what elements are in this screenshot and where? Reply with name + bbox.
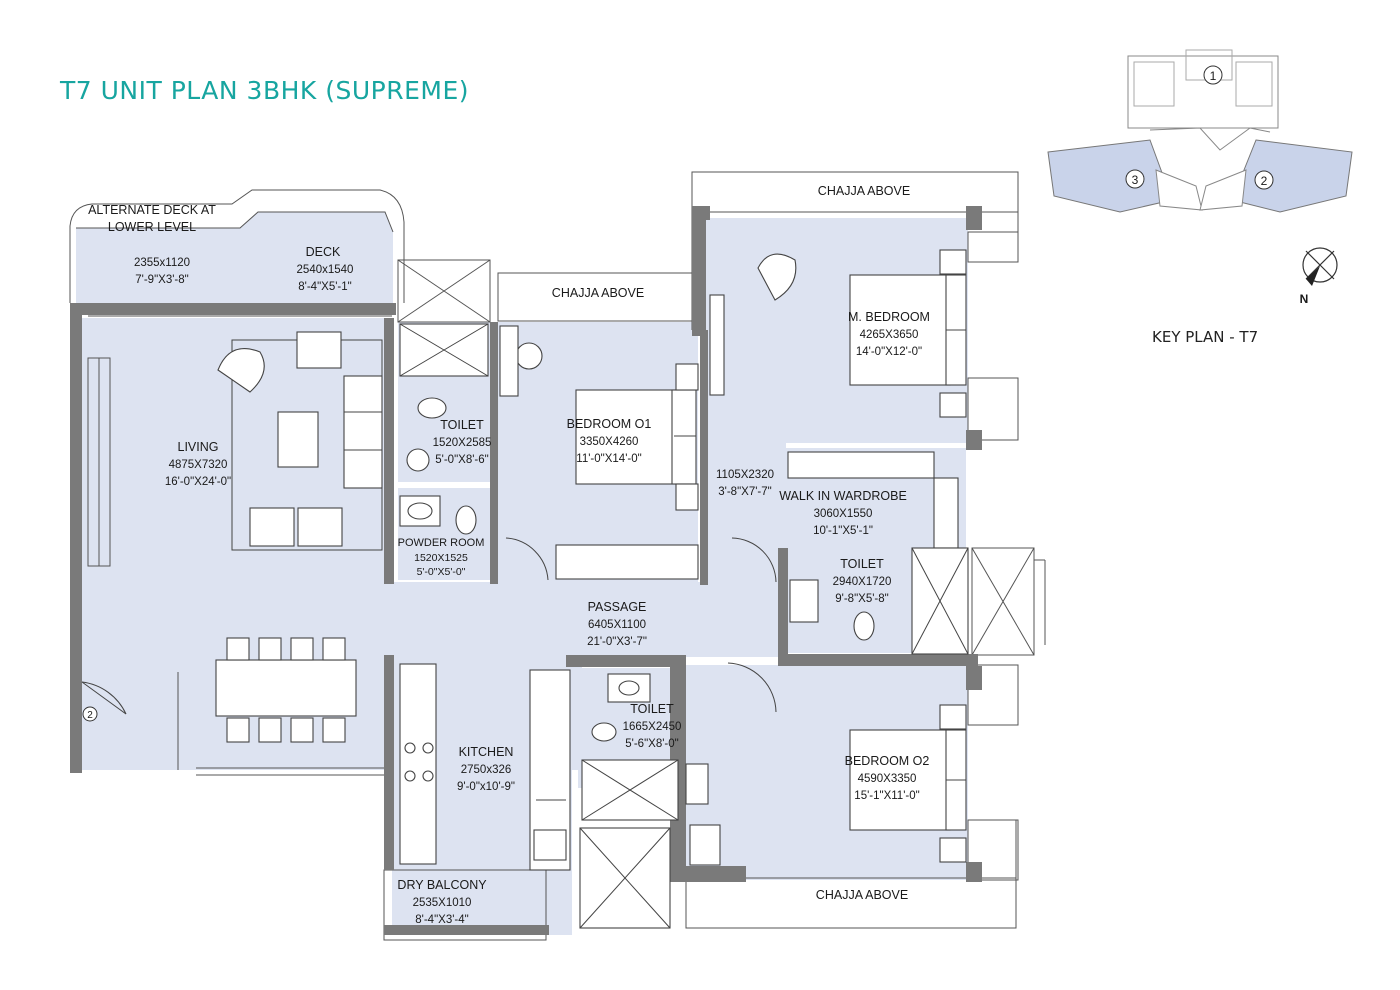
toilet-2-name: TOILET — [840, 557, 884, 571]
toilet-1-name: TOILET — [440, 418, 484, 432]
passage-name: PASSAGE — [588, 600, 647, 614]
deck-dim-mm: 2540x1540 — [297, 264, 354, 276]
m-bedroom-name: M. BEDROOM — [848, 310, 930, 324]
powder-room-name: POWDER ROOM — [398, 537, 485, 549]
m-bedroom-dim-mm: 4265X3650 — [860, 329, 919, 341]
bedroom-02-dim-mm: 4590X3350 — [858, 773, 917, 785]
powder-room-dim-mm: 1520X1525 — [414, 552, 468, 564]
page-title: T7 UNIT PLAN 3BHK (SUPREME) — [60, 76, 470, 105]
bedroom-01-dim-ft: 11'-0"X14'-0" — [576, 453, 641, 465]
dry-balcony-dim-mm: 2535X1010 — [413, 897, 472, 909]
closet-dim-mm: 1105X2320 — [716, 469, 774, 481]
deck-dim-ft: 8'-4"X5'-1" — [298, 281, 351, 293]
closet-area — [706, 440, 786, 585]
toilet-2-dim-ft: 9'-8"X5'-8" — [835, 593, 888, 605]
kitchen-dim-mm: 2750x326 — [461, 764, 512, 776]
dining-chairs — [226, 637, 346, 743]
chajja-bottom: CHAJJA ABOVE — [816, 888, 908, 902]
passage-area — [392, 582, 782, 657]
kitchen-name: KITCHEN — [459, 745, 514, 759]
toilet-3-dim-ft: 5'-6"X8'-0" — [625, 738, 678, 750]
entry-marker-circle — [82, 706, 98, 722]
north-label: N — [1300, 292, 1309, 306]
living-dim-ft: 16'-0"X24'-0" — [165, 476, 231, 488]
bedroom-02-name: BEDROOM O2 — [845, 754, 930, 768]
alternate-deck-name-2: LOWER LEVEL — [108, 220, 196, 234]
key-marker-3: 3 — [1132, 173, 1139, 187]
passage-dim-ft: 21'-0"X3'-7" — [587, 636, 647, 648]
toilet-3-dim-mm: 1665X2450 — [623, 721, 682, 733]
key-plan: 1 2 3 — [1047, 49, 1353, 213]
living-dim-mm: 4875X7320 — [169, 459, 228, 471]
dry-balcony-name: DRY BALCONY — [397, 878, 487, 892]
dry-balcony-dim-ft: 8'-4"X3'-4" — [415, 914, 468, 926]
toilet-3-name: TOILET — [630, 702, 674, 716]
m-bedroom-dim-ft: 14'-0"X12'-0" — [856, 346, 922, 358]
room-fills — [76, 212, 968, 935]
alternate-deck-name-1: ALTERNATE DECK AT — [88, 203, 216, 217]
bedroom-01-dim-mm: 3350X4260 — [580, 436, 639, 448]
living-name: LIVING — [178, 440, 219, 454]
deck-area — [76, 212, 393, 303]
powder-room-dim-ft: 5'-0"X5'-0" — [417, 566, 466, 578]
furniture — [81, 249, 969, 929]
toilet-1-dim-mm: 1520X2585 — [433, 437, 492, 449]
toilet-1-dim-ft: 5'-0"X8'-6" — [435, 454, 488, 466]
bedroom-02-dim-ft: 15'-1"X11'-0" — [854, 790, 919, 802]
room-labels: ALTERNATE DECK AT LOWER LEVEL 2355x1120 … — [88, 184, 930, 926]
key-marker-2: 2 — [1261, 174, 1268, 188]
key-marker-3-circle — [1125, 169, 1145, 189]
chajja-middle: CHAJJA ABOVE — [552, 286, 644, 300]
key-marker-1-circle — [1203, 65, 1223, 85]
kitchen-dim-ft: 9'-0"x10'-9" — [457, 781, 515, 793]
walls — [70, 206, 982, 935]
key-marker-1: 1 — [1210, 69, 1217, 83]
closet-dim-ft: 3'-8"X7'-7" — [718, 486, 771, 498]
wardrobe-dim-ft: 10'-1"X5'-1" — [813, 525, 873, 537]
key-marker-2-circle — [1254, 170, 1274, 190]
alternate-deck-dim-mm: 2355x1120 — [134, 257, 190, 269]
passage-dim-mm: 6405X1100 — [588, 619, 646, 631]
deck-name: DECK — [306, 245, 341, 259]
entry-marker-label: 2 — [87, 710, 93, 721]
wardrobe-name: WALK IN WARDROBE — [779, 489, 907, 503]
wardrobe-dim-mm: 3060X1550 — [814, 508, 873, 520]
north-arrow-icon — [1302, 247, 1338, 286]
key-plan-label: KEY PLAN - T7 — [1152, 328, 1259, 346]
chajja-top-right: CHAJJA ABOVE — [818, 184, 910, 198]
bedroom-01-name: BEDROOM O1 — [567, 417, 652, 431]
toilet-2-dim-mm: 2940X1720 — [833, 576, 892, 588]
alternate-deck-dim-ft: 7'-9"X3'-8" — [135, 274, 188, 286]
